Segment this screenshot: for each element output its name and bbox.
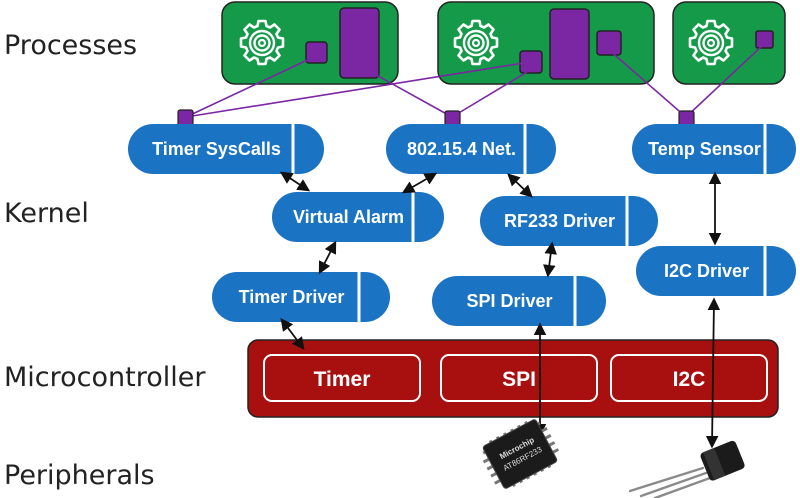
- capsule-temp-sensor-label: Temp Sensor: [648, 139, 761, 159]
- layer-label-microcontroller: Microcontroller: [4, 362, 206, 393]
- capsule-timer-driver: Timer Driver: [212, 272, 390, 322]
- capsule-spi-driver-label: SPI Driver: [466, 291, 552, 311]
- ipc-port-timer-syscalls: [177, 109, 194, 126]
- mcu-peripheral-timer: Timer: [263, 354, 421, 402]
- capsule-rf233-driver-label: RF233 Driver: [504, 211, 615, 231]
- capsule-i2c-driver: I2C Driver: [636, 246, 796, 296]
- ipc-port-temp-sensor: [678, 110, 695, 127]
- ipc-connections: [185, 43, 765, 118]
- layer-label-processes: Processes: [4, 30, 137, 61]
- capsule-timer-driver-label: Timer Driver: [239, 287, 345, 307]
- temp-sensor-icon: [628, 440, 745, 498]
- mcu-i2c-label: I2C: [673, 368, 706, 391]
- ipc-port-net: [444, 110, 461, 127]
- microcontroller-block: Timer SPI I2C: [247, 339, 779, 418]
- process-3: [672, 1, 786, 85]
- capsule-802-15-4-net: 802.15.4 Net.: [386, 124, 556, 174]
- capsule-timer-syscalls: Timer SysCalls: [128, 124, 324, 174]
- capsule-spi-driver: SPI Driver: [432, 276, 606, 326]
- mcu-peripheral-spi: SPI: [440, 354, 598, 402]
- rf233-chip-icon: Microchip AT86RF233: [482, 419, 560, 489]
- process-2: [437, 1, 655, 85]
- layer-label-kernel: Kernel: [4, 198, 89, 229]
- capsules: Timer SysCalls 802.15.4 Net. Temp SensorVi…: [128, 124, 796, 326]
- mcu-peripheral-i2c: I2C: [610, 354, 768, 402]
- capsule-timer-syscalls-label: Timer SysCalls: [152, 139, 281, 159]
- layer-label-peripherals: Peripherals: [4, 460, 155, 491]
- kernel-arrows: [279, 171, 722, 449]
- capsule-temp-sensor: Temp Sensor: [632, 124, 796, 174]
- mcu-spi-label: SPI: [502, 368, 536, 391]
- capsule-virtual-alarm: Virtual Alarm: [272, 192, 444, 242]
- capsule-i2c-driver-label: I2C Driver: [664, 261, 749, 281]
- capsule-802-15-4-net-label: 802.15.4 Net.: [407, 139, 516, 159]
- capsule-virtual-alarm-label: Virtual Alarm: [293, 207, 404, 227]
- mcu-timer-label: Timer: [314, 368, 371, 391]
- capsule-rf233-driver: RF233 Driver: [480, 196, 658, 246]
- process-1: [221, 1, 399, 85]
